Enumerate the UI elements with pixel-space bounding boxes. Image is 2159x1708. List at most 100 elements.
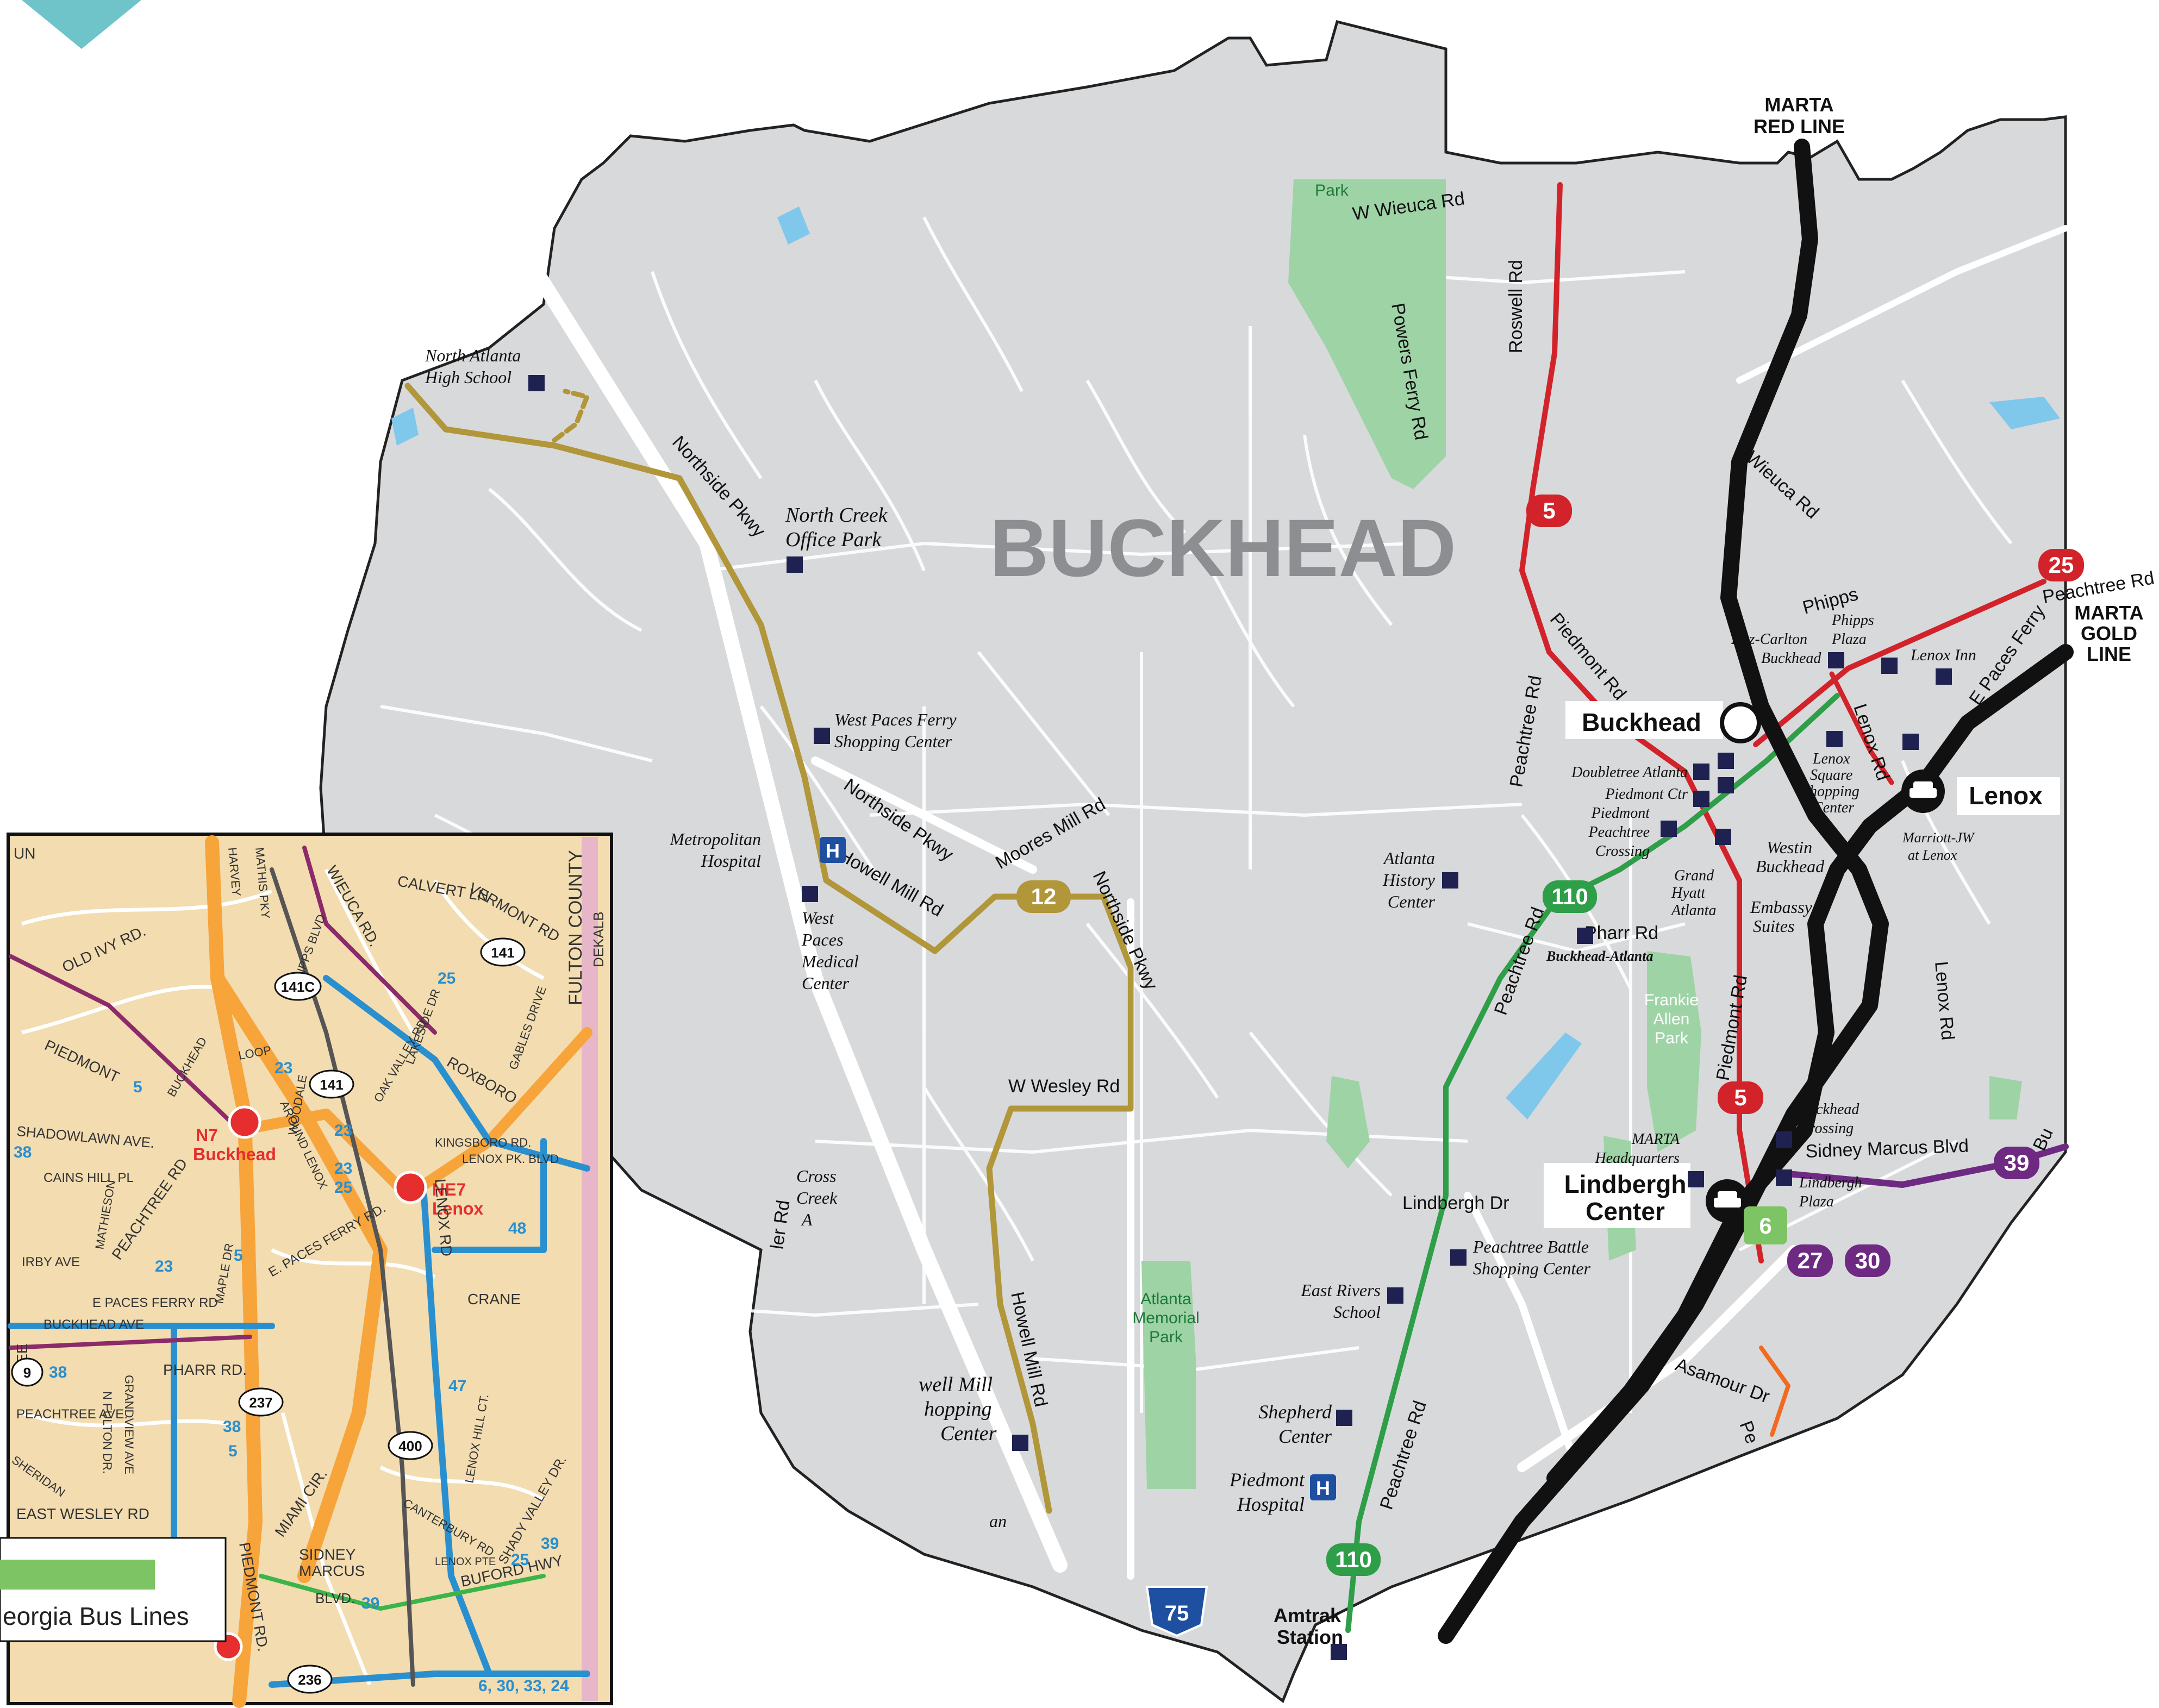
place-piedmont-hospital-1: Piedmont bbox=[1229, 1469, 1305, 1491]
place-wpf-shopping-2: Shopping Center bbox=[834, 731, 952, 751]
inset-road-n-fulton: N FULTON DR. bbox=[101, 1391, 114, 1474]
inset-route-num: 25 bbox=[511, 1551, 529, 1569]
inset-route-num: 6, 30, 33, 24 bbox=[478, 1677, 569, 1695]
inset-road-cains-hill: CAINS HILL PL bbox=[43, 1171, 134, 1185]
rail-labels: MARTA RED LINE MARTA GOLD LINE bbox=[1754, 93, 2144, 665]
inset-route-num: 39 bbox=[541, 1535, 559, 1553]
hospital-icon bbox=[820, 837, 846, 863]
station-lindbergh-label-2: Center bbox=[1586, 1197, 1665, 1225]
road-roswell: Roswell Rd bbox=[1506, 260, 1526, 353]
place-lenox-square-4: Center bbox=[1813, 799, 1854, 816]
place-howell-mill-shopping-1: well Mill bbox=[919, 1373, 993, 1396]
place-east-rivers-2: School bbox=[1333, 1302, 1381, 1322]
place-cross-creek-3: A bbox=[801, 1210, 813, 1229]
inset-shield-400: 400 bbox=[398, 1438, 422, 1454]
rail-label-red-2: RED LINE bbox=[1754, 115, 1845, 137]
inset-road-e-paces-ferry: E PACES FERRY RD bbox=[92, 1296, 218, 1310]
inset-road-kingsboro: KINGSBORO RD. bbox=[435, 1136, 531, 1149]
inset-road-crane: CRANE bbox=[467, 1291, 521, 1307]
place-marta-hq-2: Headquarters bbox=[1594, 1150, 1680, 1167]
place-buckhead-crossing-1: Buckhead bbox=[1799, 1101, 1860, 1118]
station-lindbergh-label: Lindbergh bbox=[1564, 1170, 1687, 1198]
route-badge-110-south: 110 bbox=[1335, 1547, 1372, 1572]
interstate-number: 75 bbox=[1165, 1601, 1189, 1625]
inset-road-east-wesley: EAST WESLEY RD bbox=[16, 1505, 149, 1522]
place-marriott-2: at Lenox bbox=[1908, 847, 1957, 863]
inset-shields: 141 141C 141 237 400 236 9 bbox=[11, 937, 526, 1694]
inset-route-num: 23 bbox=[334, 1122, 352, 1140]
inset-shield-141b: 141 bbox=[320, 1077, 343, 1093]
place-lindbergh-plaza-2: Plaza bbox=[1799, 1193, 1834, 1210]
svg-text:H: H bbox=[1316, 1477, 1330, 1499]
road-lindbergh-dr: Lindbergh Dr bbox=[1402, 1193, 1509, 1213]
inset-route-num: 25 bbox=[334, 1179, 352, 1197]
inset-station-ne7-name: Lenox bbox=[432, 1199, 483, 1218]
inset-station-n7-code: N7 bbox=[196, 1125, 218, 1145]
legend-swatch bbox=[0, 1560, 155, 1590]
place-labels: North Atlanta High School North Creek Of… bbox=[425, 346, 1976, 1531]
route-badge-39: 39 bbox=[2004, 1150, 2030, 1175]
legend-box: eorgia Bus Lines bbox=[0, 1537, 227, 1642]
inset-road-lenox-pte: LENOX PTE bbox=[435, 1556, 496, 1568]
inset-route-num: 5 bbox=[234, 1247, 243, 1265]
place-grand-hyatt-2: Hyatt bbox=[1671, 885, 1706, 902]
inset-route-num: 5 bbox=[228, 1442, 238, 1460]
place-an: an bbox=[989, 1511, 1007, 1531]
place-grand-hyatt-1: Grand bbox=[1674, 867, 1714, 884]
inset-road-blvd: BLVD. bbox=[315, 1590, 355, 1606]
major-roads bbox=[525, 225, 2069, 1580]
inset-route-num: 23 bbox=[274, 1059, 292, 1077]
park-labels: Park Frankie Allen Park Atlanta Memorial… bbox=[1132, 182, 1699, 1346]
legend-text: eorgia Bus Lines bbox=[3, 1602, 189, 1630]
interstate-75-shield: 75 bbox=[1145, 1586, 1208, 1637]
inset-map: N7 Buckhead NE7 Lenox OLD IVY RD. PIEDMO… bbox=[7, 833, 613, 1708]
station-lenox-label: Lenox bbox=[1969, 781, 2043, 810]
inset-route-num: 48 bbox=[508, 1219, 526, 1237]
inset-shield-237: 237 bbox=[249, 1394, 272, 1411]
inset-road-peachtree-ave: PEACHTREE AVE. bbox=[16, 1407, 128, 1422]
place-ppc-3: Crossing bbox=[1595, 843, 1650, 860]
place-history-center-1: Atlanta bbox=[1383, 848, 1435, 868]
amtrak-label: Amtrak Station bbox=[1274, 1604, 1343, 1648]
inset-route-num: 5 bbox=[133, 1078, 142, 1096]
rail-label-gold-3: LINE bbox=[2087, 643, 2131, 665]
inset-road-marcus: MARCUS bbox=[299, 1562, 365, 1579]
route-red-lenox bbox=[1829, 671, 1894, 785]
inset-route-num: 38 bbox=[223, 1418, 241, 1436]
place-westin-2: Buckhead bbox=[1756, 856, 1825, 876]
park-frankie-3: Park bbox=[1655, 1029, 1689, 1047]
corner-marker-icon bbox=[22, 0, 141, 49]
place-embassy-2: Suites bbox=[1753, 916, 1794, 936]
place-piedmont-hospital-2: Hospital bbox=[1237, 1493, 1305, 1515]
place-history-center-3: Center bbox=[1388, 892, 1436, 911]
place-ppc-1: Piedmont bbox=[1591, 805, 1651, 822]
inset-road-buckhead-ave: BUCKHEAD AVE bbox=[43, 1317, 144, 1332]
route-red-25 bbox=[1753, 579, 2046, 747]
place-howell-mill-shopping-2: hopping bbox=[924, 1398, 992, 1421]
route-badge-27: 27 bbox=[1798, 1248, 1823, 1273]
place-lenox-inn: Lenox Inn bbox=[1910, 646, 1976, 664]
place-north-creek-2: Office Park bbox=[785, 528, 882, 551]
route-badge-12: 12 bbox=[1031, 884, 1057, 909]
poi-markers bbox=[528, 375, 1952, 1660]
water bbox=[391, 207, 2060, 1119]
place-metropolitan-1: Metropolitan bbox=[669, 829, 761, 849]
rail-label-gold-2: GOLD bbox=[2081, 622, 2137, 645]
route-badge-25: 25 bbox=[2049, 552, 2074, 578]
inset-route-num: 47 bbox=[448, 1377, 466, 1395]
park-memorial-3: Park bbox=[1149, 1328, 1183, 1346]
inset-route-num: 23 bbox=[155, 1257, 173, 1275]
station-buckhead-marker[interactable] bbox=[1720, 702, 1761, 743]
road-pharr: Pharr Rd bbox=[1584, 923, 1658, 943]
place-buckhead-atlanta: Buckhead-Atlanta bbox=[1546, 948, 1653, 964]
place-phipps-plaza-2: Plaza bbox=[1831, 631, 1867, 648]
route-badge-5-south: 5 bbox=[1734, 1085, 1746, 1110]
place-doubletree: Doubletree Atlanta bbox=[1571, 764, 1688, 781]
inset-route-num: 25 bbox=[438, 969, 455, 987]
place-shepherd-2: Center bbox=[1278, 1425, 1332, 1447]
place-buckhead-crossing-2: Crossing bbox=[1799, 1120, 1854, 1137]
inset-route-num: 5 bbox=[234, 1247, 243, 1265]
place-pb-shopping-1: Peachtree Battle bbox=[1472, 1237, 1589, 1256]
hospital-markers: H H bbox=[820, 837, 1336, 1500]
